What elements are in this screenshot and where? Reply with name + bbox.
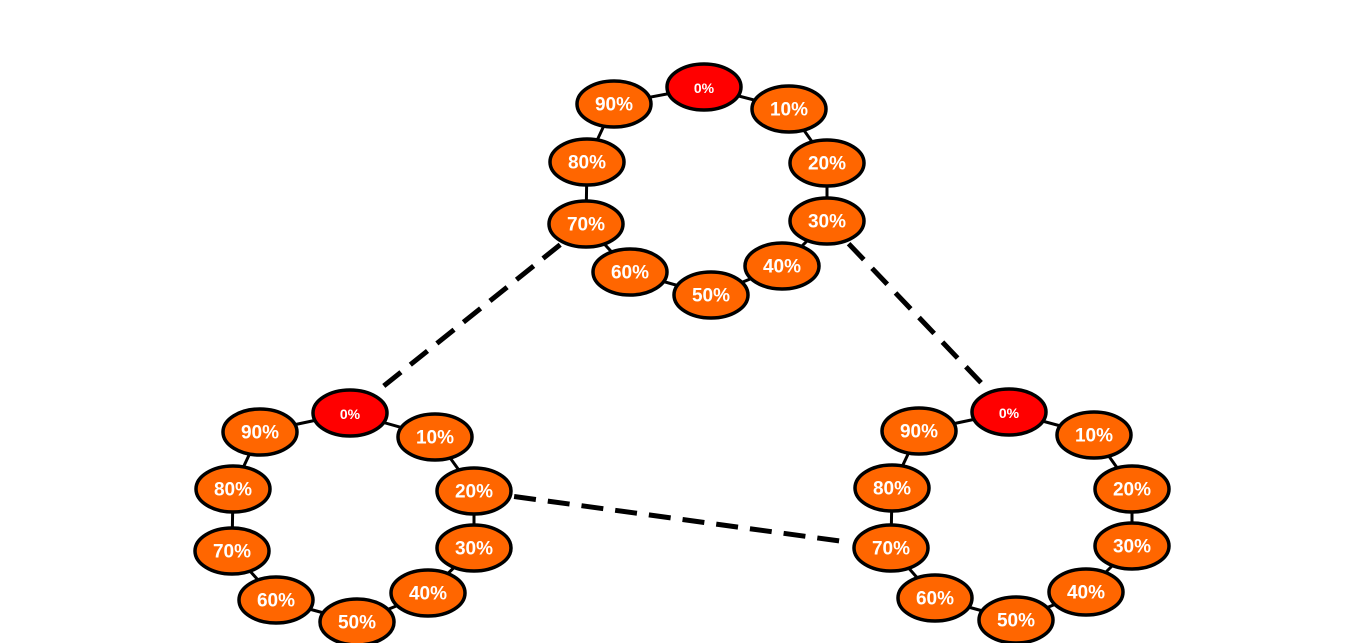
node-shape [977,595,1055,643]
node-label: 20% [455,482,493,503]
dashed-connector [374,242,562,395]
node-label: 0% [999,405,1020,421]
node-label: 50% [338,613,376,634]
node-right-0pct: 0% [970,387,1048,437]
node-left-30pct: 30% [435,523,513,573]
ring-left: 0% 10% 20% 30% 40% 50% 60% 70% 80% 90% [193,388,513,643]
node-left-90pct: 90% [221,407,299,457]
node-top-90pct: 90% [575,79,653,129]
node-label: 80% [214,480,252,501]
node-shape [743,241,821,291]
node-shape [896,573,974,623]
node-shape [389,568,467,618]
node-label: 40% [763,257,801,278]
node-shape [1047,567,1125,617]
node-shape [396,412,474,462]
node-left-0pct: 0% [311,388,389,438]
node-top-10pct: 10% [750,84,828,134]
node-shape [575,79,653,129]
node-shape [1093,521,1171,571]
node-label: 70% [213,542,251,563]
node-right-50pct: 50% [977,595,1055,643]
node-right-70pct: 70% [852,523,930,573]
node-label: 20% [1113,480,1151,501]
node-top-20pct: 20% [788,138,866,188]
node-label: 90% [900,422,938,443]
node-top-70pct: 70% [547,199,625,249]
node-right-60pct: 60% [896,573,974,623]
node-label: 30% [808,212,846,233]
node-label: 80% [568,153,606,174]
node-shape [1055,410,1133,460]
node-shape [435,523,513,573]
node-shape [318,597,396,643]
node-top-80pct: 80% [548,137,626,187]
node-top-40pct: 40% [743,241,821,291]
node-left-40pct: 40% [389,568,467,618]
node-shape [672,270,750,320]
start-node-shape [665,62,743,112]
node-shape [221,407,299,457]
node-top-0pct: 0% [665,62,743,112]
dashed-connector [846,241,990,392]
node-label: 30% [1113,537,1151,558]
node-right-80pct: 80% [853,463,931,513]
node-left-50pct: 50% [318,597,396,643]
ring-right: 0% 10% 20% 30% 40% 50% 60% 70% 80% 90% [852,387,1171,643]
node-top-50pct: 50% [672,270,750,320]
node-shape [750,84,828,134]
node-label: 10% [1075,426,1113,447]
node-shape [1093,464,1171,514]
node-label: 70% [872,539,910,560]
start-node-shape [311,388,389,438]
node-label: 10% [770,100,808,121]
node-shape [880,406,958,456]
node-label: 50% [692,286,730,307]
node-label: 20% [808,154,846,175]
node-shape [788,196,866,246]
rings: 0% 10% 20% 30% 40% 50% 60% 70% 80% 90% 0% 10% 20% 30%… [193,62,1171,643]
node-right-90pct: 90% [880,406,958,456]
node-right-30pct: 30% [1093,521,1171,571]
node-shape [591,247,669,297]
node-shape [548,137,626,187]
node-left-10pct: 10% [396,412,474,462]
node-shape [547,199,625,249]
node-right-10pct: 10% [1055,410,1133,460]
node-label: 10% [416,428,454,449]
dashed-connector [513,494,852,545]
start-node-shape [970,387,1048,437]
node-shape [237,575,315,625]
node-label: 40% [409,584,447,605]
ring-top: 0% 10% 20% 30% 40% 50% 60% 70% 80% 90% [547,62,866,320]
node-label: 80% [873,479,911,500]
node-label: 60% [916,589,954,610]
node-left-20pct: 20% [435,466,513,516]
node-left-70pct: 70% [193,526,271,576]
node-shape [788,138,866,188]
node-label: 0% [694,80,715,96]
node-label: 90% [241,423,279,444]
node-right-20pct: 20% [1093,464,1171,514]
node-shape [193,526,271,576]
node-left-60pct: 60% [237,575,315,625]
node-shape [194,464,272,514]
node-label: 90% [595,95,633,116]
node-label: 50% [997,611,1035,632]
node-label: 60% [257,591,295,612]
node-label: 0% [340,406,361,422]
node-label: 70% [567,215,605,236]
node-top-60pct: 60% [591,247,669,297]
node-shape [435,466,513,516]
node-label: 40% [1067,583,1105,604]
node-label: 60% [611,263,649,284]
node-top-30pct: 30% [788,196,866,246]
node-label: 30% [455,539,493,560]
dashed-connectors [374,241,990,545]
node-shape [853,463,931,513]
node-right-40pct: 40% [1047,567,1125,617]
node-shape [852,523,930,573]
node-left-80pct: 80% [194,464,272,514]
